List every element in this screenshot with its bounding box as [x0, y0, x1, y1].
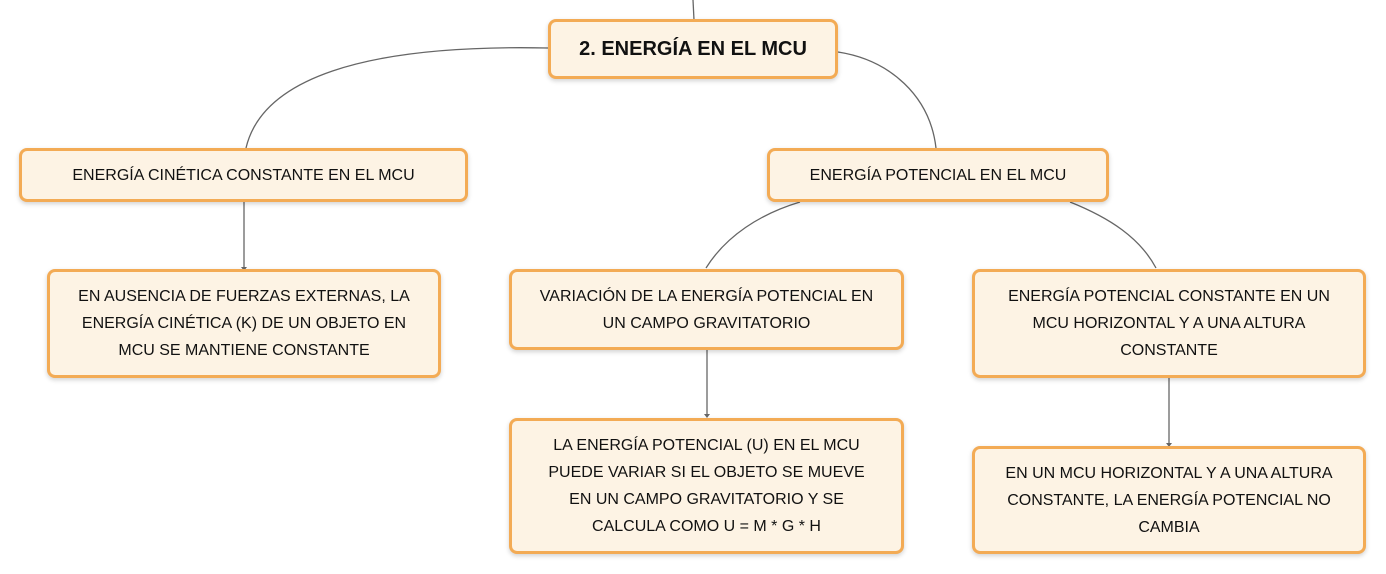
potential-energy-label: ENERGÍA POTENCIAL EN EL MCU: [809, 166, 1067, 184]
kinetic-energy-label: ENERGÍA CINÉTICA CONSTANTE EN EL MCU: [72, 166, 415, 184]
arrowhead-variation-detail: [704, 414, 710, 418]
potential-constant-node[interactable]: ENERGÍA POTENCIAL CONSTANTE EN UN MCU HO…: [972, 269, 1366, 378]
kinetic-detail-text: EN AUSENCIA DE FUERZAS EXTERNAS, LA ENER…: [78, 288, 410, 359]
potential-variation-label: VARIACIÓN DE LA ENERGÍA POTENCIAL EN UN …: [539, 287, 874, 332]
connector-root-to-potential: [837, 51, 937, 149]
potential-constant-label: ENERGÍA POTENCIAL CONSTANTE EN UN MCU HO…: [1008, 288, 1330, 359]
connector-parent-to-root: [692, 0, 695, 21]
potential-variation-detail-node[interactable]: LA ENERGÍA POTENCIAL (U) EN EL MCU PUEDE…: [509, 418, 904, 554]
root-node-label: 2. ENERGÍA EN EL MCU: [579, 37, 807, 60]
potential-variation-node[interactable]: VARIACIÓN DE LA ENERGÍA POTENCIAL EN UN …: [509, 269, 904, 350]
arrowhead-constant-detail: [1166, 443, 1172, 447]
connector-potential-to-variation: [705, 201, 801, 269]
kinetic-energy-node[interactable]: ENERGÍA CINÉTICA CONSTANTE EN EL MCU: [19, 148, 468, 202]
potential-variation-detail-text: LA ENERGÍA POTENCIAL (U) EN EL MCU PUEDE…: [548, 437, 865, 535]
connector-potential-to-constant: [1069, 201, 1157, 269]
potential-constant-detail-node[interactable]: EN UN MCU HORIZONTAL Y A UNA ALTURA CONS…: [972, 446, 1366, 554]
connector-root-to-kinetic: [245, 47, 549, 149]
kinetic-detail-node[interactable]: EN AUSENCIA DE FUERZAS EXTERNAS, LA ENER…: [47, 269, 441, 378]
potential-constant-detail-text: EN UN MCU HORIZONTAL Y A UNA ALTURA CONS…: [1005, 464, 1333, 536]
root-node[interactable]: 2. ENERGÍA EN EL MCU: [548, 19, 838, 79]
potential-energy-node[interactable]: ENERGÍA POTENCIAL EN EL MCU: [767, 148, 1109, 202]
